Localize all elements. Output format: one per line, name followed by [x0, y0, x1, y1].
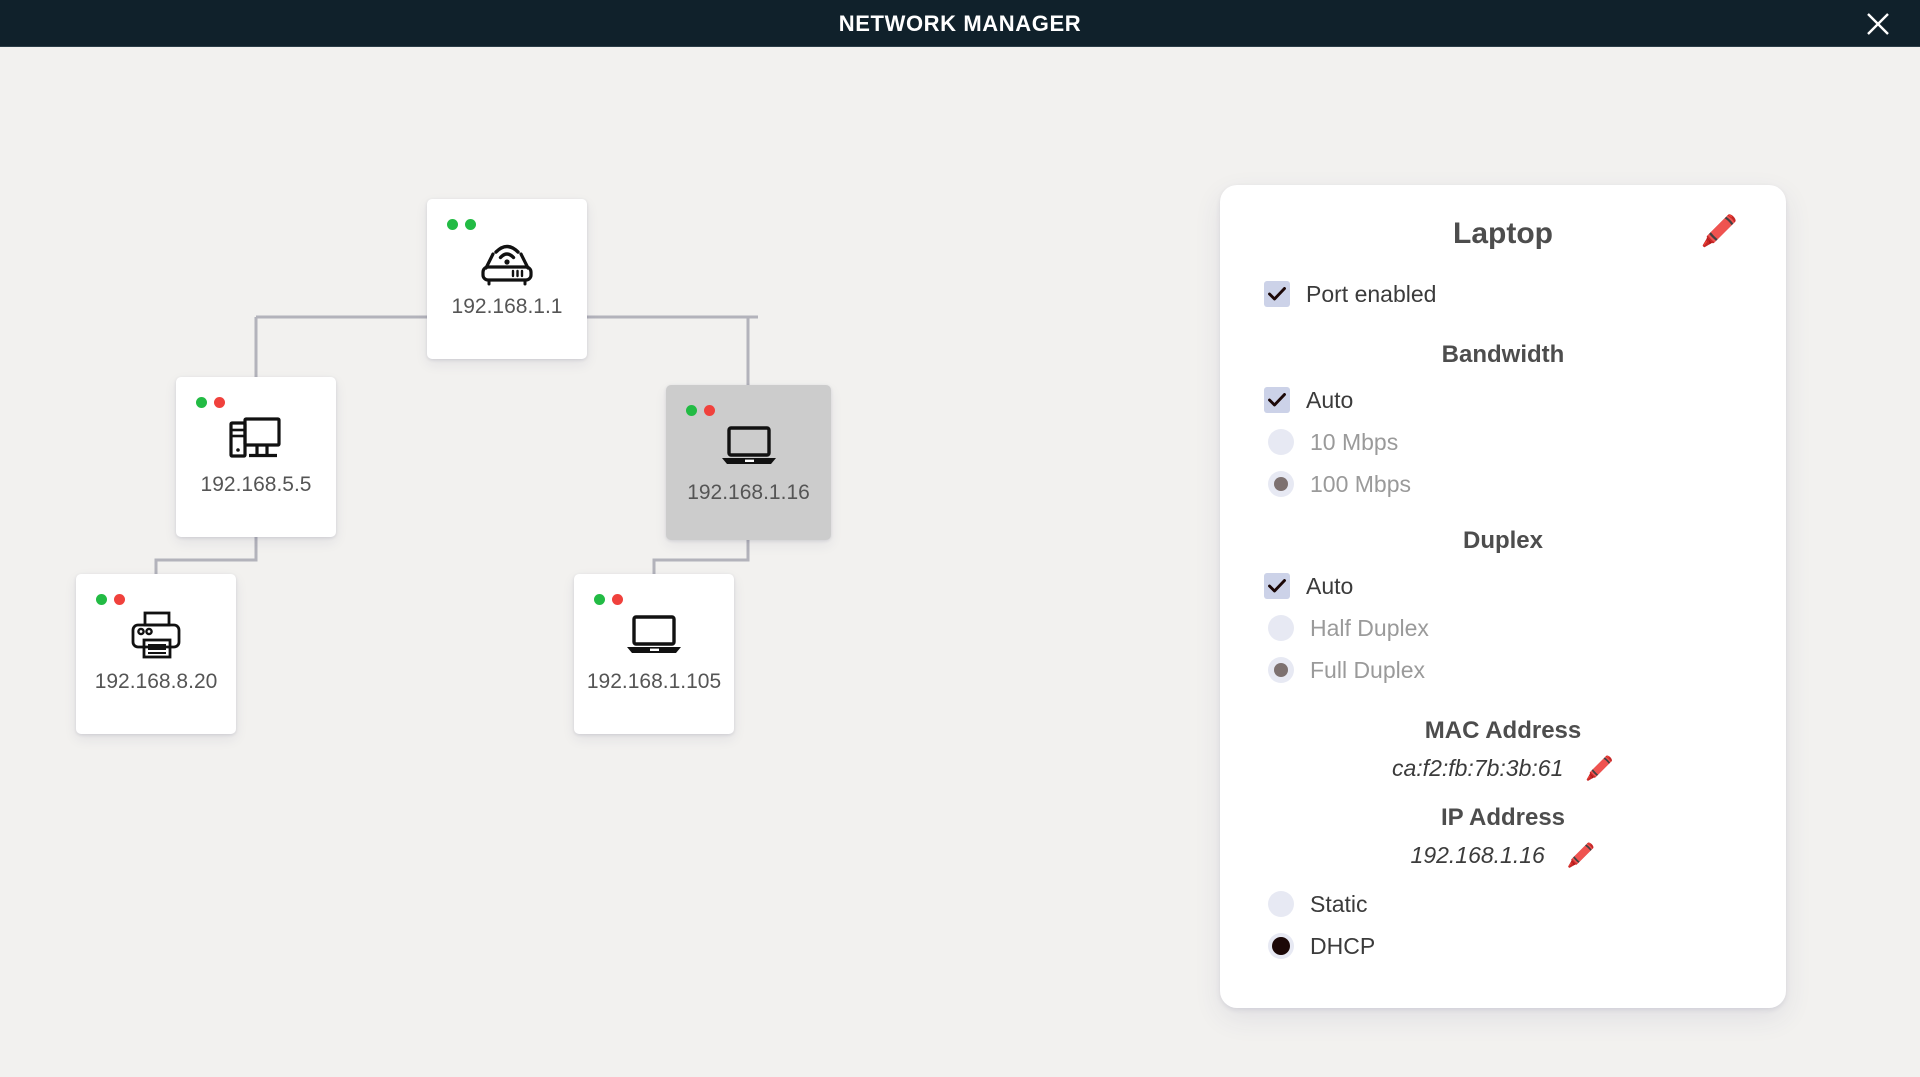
node-ip-label: 192.168.1.16 — [687, 481, 810, 504]
ip-address-section-title: IP Address — [1440, 804, 1566, 831]
bandwidth-10mbps-radio[interactable] — [1268, 429, 1294, 455]
pencil-edit-icon[interactable]: 🖍️ — [1566, 842, 1596, 868]
network-node-router[interactable]: 192.168.1.1 — [427, 199, 587, 359]
window-titlebar: NETWORK MANAGER — [0, 0, 1920, 47]
ip-address-value: 192.168.1.16 — [1410, 842, 1545, 868]
duplex-full-label: Full Duplex — [1310, 656, 1426, 683]
duplex-full-row[interactable]: Full Duplex — [1220, 649, 1786, 691]
status-dot-red — [114, 594, 125, 605]
node-status-dots — [686, 405, 715, 416]
window-title: NETWORK MANAGER — [838, 11, 1082, 36]
bandwidth-section-title: Bandwidth — [1441, 341, 1565, 368]
dhcp-row[interactable]: DHCP — [1220, 925, 1786, 967]
wifi-router-icon — [476, 231, 538, 289]
laptop-icon — [625, 606, 683, 664]
pencil-edit-icon[interactable]: 🖍️ — [1700, 215, 1738, 248]
network-node-printer[interactable]: 192.168.8.20 — [76, 574, 236, 734]
node-ip-label: 192.168.5.5 — [200, 473, 312, 496]
node-status-dots — [96, 594, 125, 605]
status-dot-green — [686, 405, 697, 416]
mac-address-row: ca:f2:fb:7b:3b:61 🖍️ — [1220, 755, 1786, 782]
duplex-section-title: Duplex — [1462, 527, 1543, 554]
pencil-edit-icon[interactable]: 🖍️ — [1585, 755, 1614, 781]
laptop-icon — [720, 417, 778, 475]
status-dot-green — [594, 594, 605, 605]
bandwidth-auto-label: Auto — [1306, 386, 1354, 413]
dhcp-label: DHCP — [1310, 932, 1376, 959]
page-title: Laptop — [1453, 217, 1553, 250]
desktop-computer-icon — [227, 409, 285, 467]
duplex-auto-row[interactable]: Auto — [1220, 565, 1786, 607]
duplex-full-radio[interactable] — [1268, 657, 1294, 683]
bandwidth-100mbps-radio[interactable] — [1268, 471, 1294, 497]
bandwidth-auto-row[interactable]: Auto — [1220, 379, 1786, 421]
node-status-dots — [594, 594, 623, 605]
network-node-laptop-2[interactable]: 192.168.1.105 — [574, 574, 734, 734]
node-status-dots — [447, 219, 476, 230]
node-ip-label: 192.168.1.1 — [451, 295, 563, 318]
network-topology-canvas: 192.168.1.1 — [0, 47, 1920, 1077]
duplex-half-row[interactable]: Half Duplex — [1220, 607, 1786, 649]
device-detail-panel: Laptop 🖍️ Port enabled Bandwidth Auto — [1220, 185, 1786, 1008]
status-dot-red — [612, 594, 623, 605]
node-ip-label: 192.168.8.20 — [94, 670, 218, 693]
status-dot-green — [447, 219, 458, 230]
node-status-dots — [196, 397, 225, 408]
static-label: Static — [1310, 890, 1368, 917]
close-icon[interactable] — [1858, 4, 1898, 44]
status-dot-green — [465, 219, 476, 230]
mac-address-section-title: MAC Address — [1424, 717, 1582, 744]
network-node-desktop[interactable]: 192.168.5.5 — [176, 377, 336, 537]
mac-address-value: ca:f2:fb:7b:3b:61 — [1392, 755, 1564, 781]
duplex-auto-checkbox[interactable] — [1264, 573, 1290, 599]
status-dot-red — [214, 397, 225, 408]
bandwidth-10mbps-row[interactable]: 10 Mbps — [1220, 421, 1786, 463]
node-ip-label: 192.168.1.105 — [586, 670, 722, 693]
status-dot-green — [196, 397, 207, 408]
network-node-laptop-selected[interactable]: 192.168.1.16 — [666, 385, 831, 540]
port-enabled-label: Port enabled — [1306, 280, 1437, 307]
port-enabled-row[interactable]: Port enabled — [1220, 273, 1786, 315]
status-dot-green — [96, 594, 107, 605]
bandwidth-100mbps-row[interactable]: 100 Mbps — [1220, 463, 1786, 505]
static-radio[interactable] — [1268, 891, 1294, 917]
bandwidth-auto-checkbox[interactable] — [1264, 387, 1290, 413]
duplex-half-radio[interactable] — [1268, 615, 1294, 641]
duplex-half-label: Half Duplex — [1310, 614, 1429, 641]
static-row[interactable]: Static — [1220, 883, 1786, 925]
ip-address-row: 192.168.1.16 🖍️ — [1220, 842, 1786, 869]
bandwidth-10mbps-label: 10 Mbps — [1310, 428, 1399, 455]
port-enabled-checkbox[interactable] — [1264, 281, 1290, 307]
panel-header: Laptop 🖍️ — [1220, 185, 1786, 273]
duplex-auto-label: Auto — [1306, 572, 1354, 599]
bandwidth-100mbps-label: 100 Mbps — [1310, 470, 1412, 497]
printer-icon — [127, 606, 185, 664]
dhcp-radio[interactable] — [1268, 933, 1294, 959]
status-dot-red — [704, 405, 715, 416]
